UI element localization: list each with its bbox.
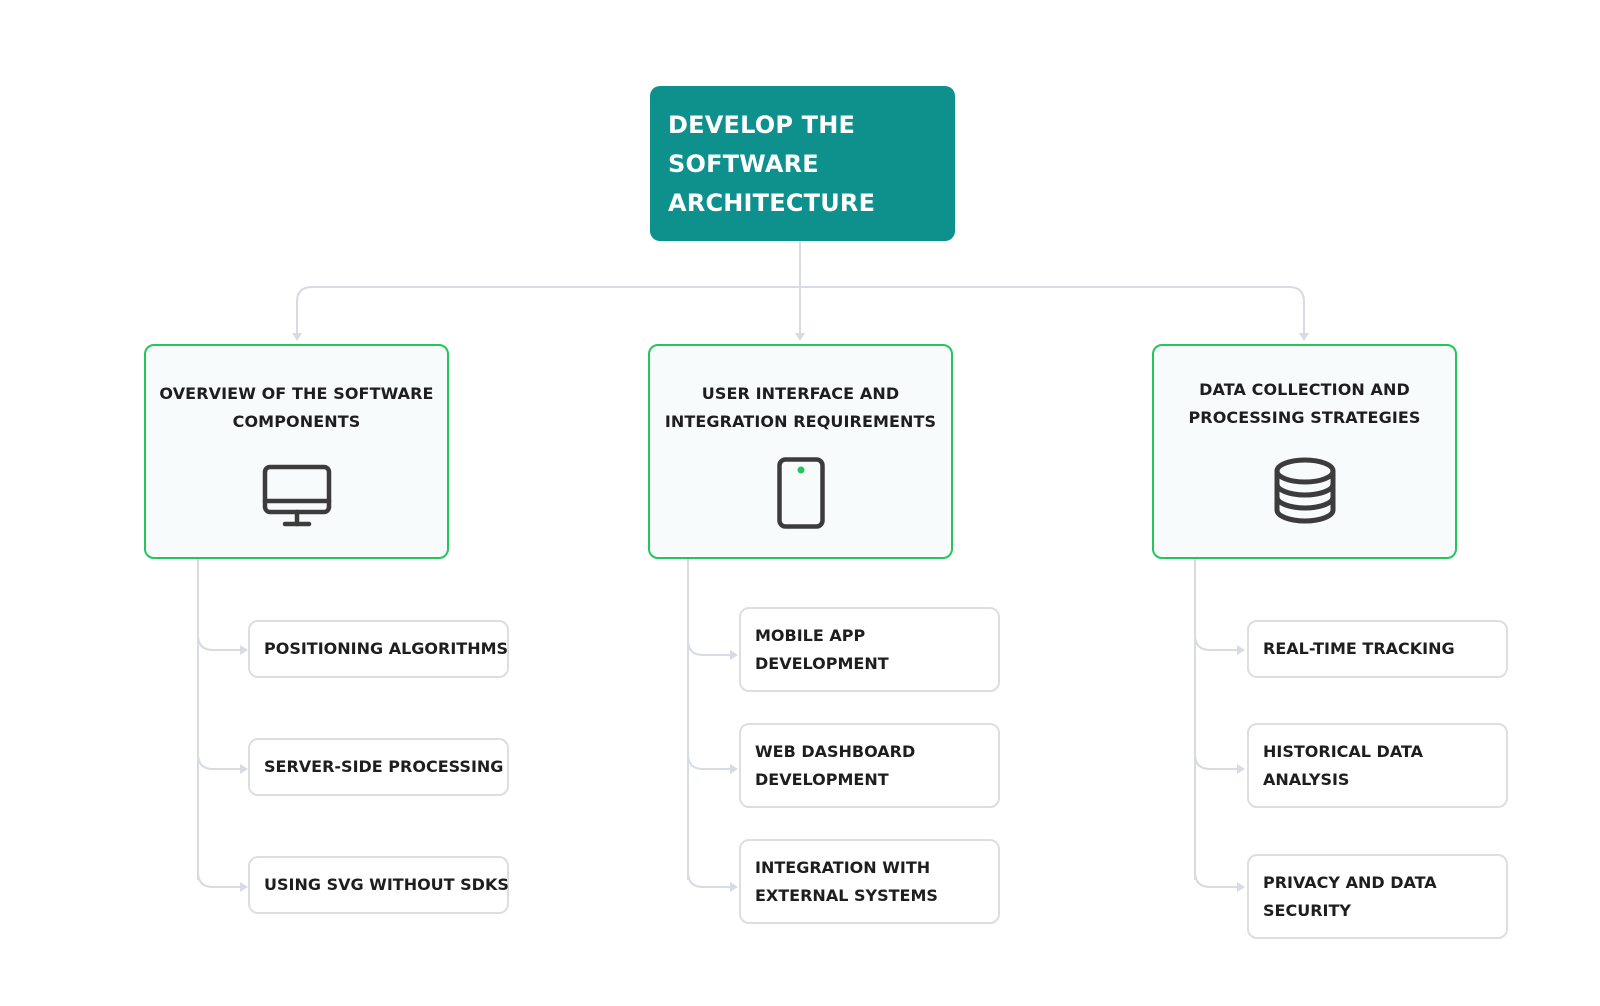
- connector-branch2-child3: [687, 871, 733, 888]
- connector-branch1-child3: [197, 871, 243, 888]
- leaf-privacy-data-security: PRIVACY AND DATA SECURITY: [1247, 854, 1508, 939]
- arrowhead: [1299, 333, 1309, 341]
- connector-branch2-child2: [687, 753, 733, 770]
- connector-branch1-child2: [197, 753, 243, 770]
- leaf-web-dashboard-development: WEB DASHBOARD DEVELOPMENT: [739, 723, 1000, 808]
- leaf-label: REAL-TIME TRACKING: [1263, 639, 1455, 658]
- leaf-label: POSITIONING ALGORITHMS: [264, 639, 509, 658]
- leaf-label: PRIVACY AND DATA: [1263, 872, 1437, 892]
- branch-title: OVERVIEW OF THE SOFTWARE COMPONENTS: [156, 380, 437, 436]
- arrowhead: [240, 882, 248, 892]
- branch-title-line: INTEGRATION REQUIREMENTS: [664, 412, 937, 431]
- branch-title-line: OVERVIEW OF THE SOFTWARE: [159, 384, 434, 403]
- leaf-mobile-app-development: MOBILE APP DEVELOPMENT: [739, 607, 1000, 692]
- branch-title: DATA COLLECTION AND PROCESSING STRATEGIE…: [1164, 376, 1445, 432]
- connector-branch1-child1: [197, 634, 243, 651]
- leaf-label: DEVELOPMENT: [755, 769, 889, 789]
- root-node: DEVELOP THE SOFTWARE ARCHITECTURE: [650, 86, 955, 241]
- branch-node-ui-integration: USER INTERFACE AND INTEGRATION REQUIREME…: [648, 344, 953, 559]
- leaf-label: SERVER-SIDE PROCESSING: [264, 757, 504, 776]
- arrowhead: [730, 650, 738, 660]
- leaf-label: ANALYSIS: [1263, 769, 1350, 789]
- root-title-line: DEVELOP THE: [668, 111, 856, 139]
- database-icon: [1274, 457, 1335, 524]
- leaf-server-side-processing: SERVER-SIDE PROCESSING: [248, 738, 509, 796]
- arrowhead: [1237, 645, 1245, 655]
- arrowhead: [240, 764, 248, 774]
- leaf-integration-external-systems: INTEGRATION WITH EXTERNAL SYSTEMS: [739, 839, 1000, 924]
- connector-branch3-child2: [1194, 753, 1240, 770]
- arrowhead: [292, 333, 302, 341]
- arrowhead: [1237, 764, 1245, 774]
- branch-title-line: DATA COLLECTION AND: [1199, 380, 1410, 399]
- leaf-label: HISTORICAL DATA: [1263, 741, 1424, 761]
- leaf-label: EXTERNAL SYSTEMS: [755, 885, 938, 905]
- leaf-label: INTEGRATION WITH: [755, 857, 931, 877]
- leaf-label: USING SVG WITHOUT SDKS: [264, 875, 509, 894]
- arrowhead: [730, 764, 738, 774]
- branch-title-line: COMPONENTS: [232, 412, 361, 431]
- root-title-line: ARCHITECTURE: [668, 189, 876, 217]
- connector-root-left: [296, 286, 800, 337]
- connector-branch3-child3: [1194, 871, 1240, 888]
- branch-title: USER INTERFACE AND INTEGRATION REQUIREME…: [660, 380, 941, 436]
- branch-title-line: PROCESSING STRATEGIES: [1188, 408, 1421, 427]
- leaf-real-time-tracking: REAL-TIME TRACKING: [1247, 620, 1508, 678]
- branch-title-line: USER INTERFACE AND: [701, 384, 900, 403]
- arrowhead: [730, 882, 738, 892]
- arrowhead: [1237, 882, 1245, 892]
- connector-branch2-child1: [687, 639, 733, 656]
- phone-indicator-dot: [797, 466, 804, 474]
- connector-root-right: [800, 286, 1305, 337]
- leaf-label: SECURITY: [1263, 900, 1351, 920]
- branch-node-data-collection: DATA COLLECTION AND PROCESSING STRATEGIE…: [1152, 344, 1457, 559]
- leaf-label: WEB DASHBOARD: [755, 741, 916, 761]
- leaf-positioning-algorithms: POSITIONING ALGORITHMS: [248, 620, 509, 678]
- arrowhead: [240, 645, 248, 655]
- leaf-historical-data-analysis: HISTORICAL DATA ANALYSIS: [1247, 723, 1508, 808]
- leaf-using-svg-without-sdks: USING SVG WITHOUT SDKS: [248, 856, 509, 914]
- arrowhead: [795, 333, 805, 341]
- connector-branch3-child1: [1194, 634, 1240, 651]
- leaf-label: MOBILE APP: [755, 625, 866, 645]
- root-title-line: SOFTWARE: [668, 150, 819, 178]
- monitor-icon: [262, 464, 331, 527]
- branch-node-software-components: OVERVIEW OF THE SOFTWARE COMPONENTS: [144, 344, 449, 559]
- smartphone-icon: [776, 457, 825, 529]
- leaf-label: DEVELOPMENT: [755, 653, 889, 673]
